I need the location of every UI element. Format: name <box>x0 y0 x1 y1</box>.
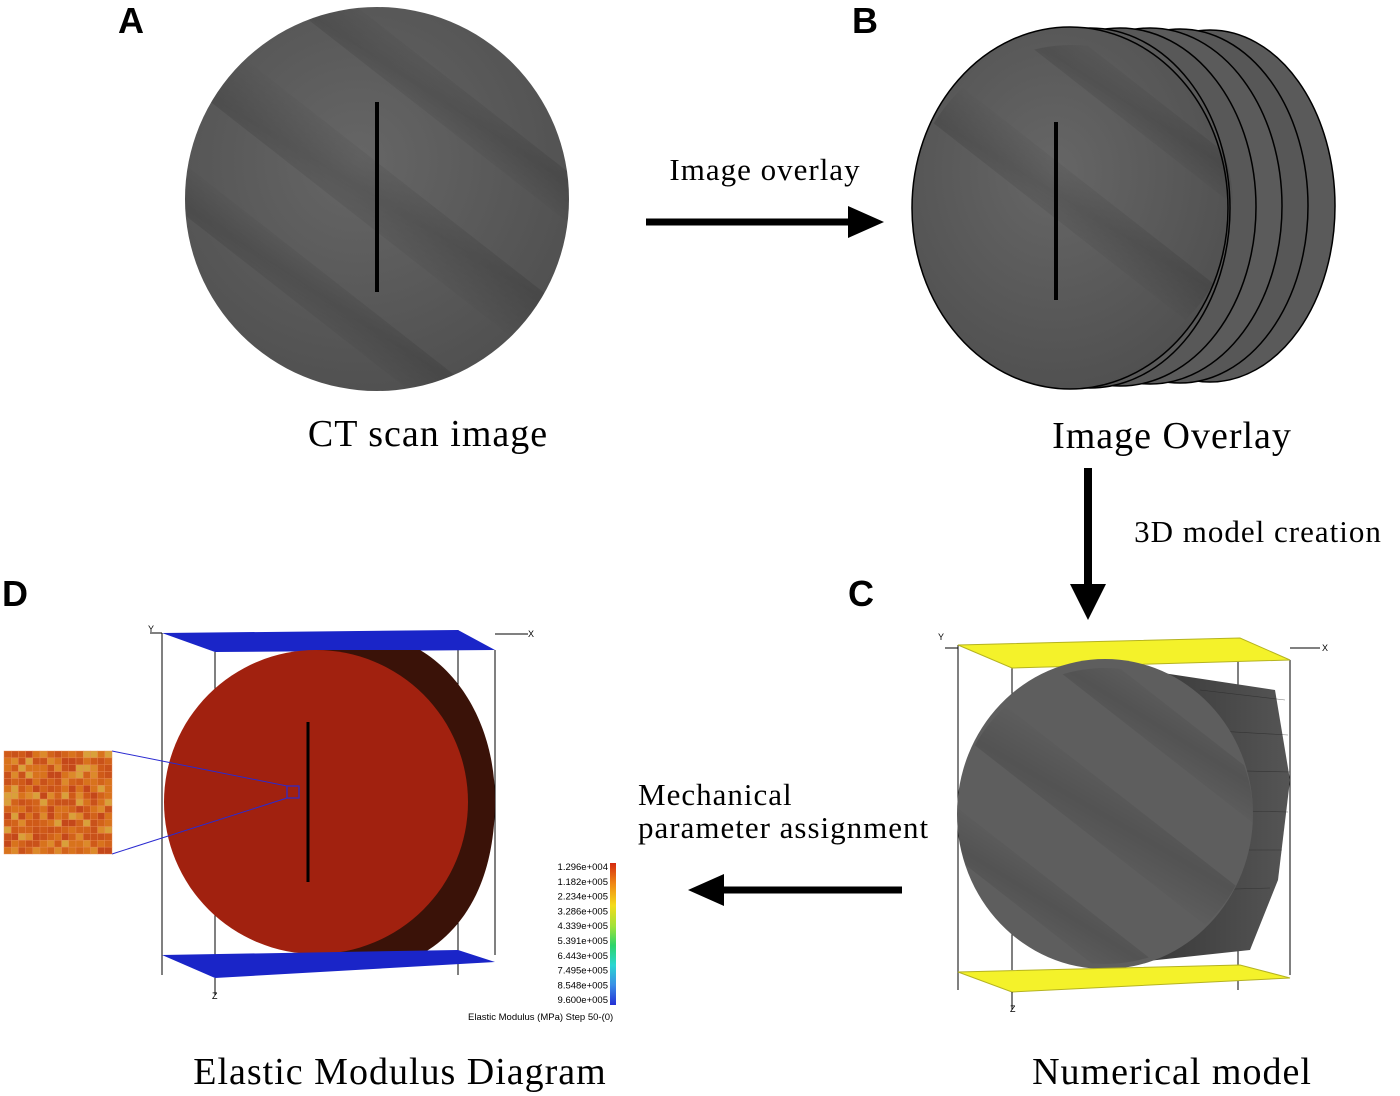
numerical-model: Y X Z <box>938 632 1328 1014</box>
caption-c: Numerical model <box>1032 1051 1312 1093</box>
caption-a: CT scan image <box>308 413 548 455</box>
legend-title: Elastic Modulus (MPa) Step 50-(0) <box>468 1012 613 1023</box>
arrow-ab: Image overlay <box>646 152 884 238</box>
bottom-platen <box>957 964 1291 993</box>
legend-colorbar <box>610 863 616 1005</box>
legend-tick-label: 4.339e+005 <box>558 921 608 932</box>
cylinder-face <box>164 650 468 954</box>
overlay-stack <box>911 26 1336 390</box>
elastic-modulus-model: Y X Z <box>3 624 534 1001</box>
panel-d-label: D <box>2 573 28 614</box>
panel-c: C <box>848 573 1328 1093</box>
panel-d: D Y X Z <box>2 573 616 1093</box>
legend-tick-label: 9.600e+005 <box>558 995 608 1006</box>
color-legend: 1.296e+004 1.182e+005 2.234e+005 3.286e+005… <box>468 862 616 1023</box>
panel-c-label: C <box>848 573 874 614</box>
axis-z-label: Z <box>212 991 218 1001</box>
panel-a: A CT scan image <box>118 0 569 455</box>
axis-x-label: X <box>1322 643 1328 653</box>
arrow-cd-label-line1: Mechanical <box>638 777 793 812</box>
axis-z-label: Z <box>1010 1004 1016 1014</box>
axis-y-label: Y <box>938 632 944 642</box>
arrow-bc: 3D model creation <box>1070 468 1382 620</box>
axis-x-label: X <box>528 629 534 639</box>
panel-b: B Image Overlay <box>852 0 1336 457</box>
ct-scan-disk <box>185 7 569 391</box>
legend-tick-label: 7.495e+005 <box>558 966 608 977</box>
legend-ticks: 1.296e+004 1.182e+005 2.234e+005 3.286e+005… <box>558 862 608 1006</box>
callout-line-top <box>111 750 288 787</box>
arrow-bc-label: 3D model creation <box>1134 514 1382 549</box>
callout-line-bottom <box>111 797 288 855</box>
legend-tick-label: 1.296e+004 <box>558 862 608 873</box>
panel-a-label: A <box>118 0 144 41</box>
arrow-cd-label-line2: parameter assignment <box>638 810 929 845</box>
legend-tick-label: 3.286e+005 <box>558 906 608 917</box>
panel-b-label: B <box>852 0 878 41</box>
bottom-platen <box>162 950 495 978</box>
legend-tick-label: 5.391e+005 <box>558 936 608 947</box>
arrow-cd: Mechanical parameter assignment <box>638 777 929 906</box>
top-platen <box>162 630 495 652</box>
legend-tick-label: 6.443e+005 <box>558 951 608 962</box>
top-platen <box>957 637 1291 669</box>
arrow-ab-label: Image overlay <box>669 152 860 187</box>
legend-tick-label: 1.182e+005 <box>558 877 608 888</box>
legend-tick-label: 8.548e+005 <box>558 980 608 991</box>
legend-tick-label: 2.234e+005 <box>558 892 608 903</box>
axis-y-label: Y <box>148 624 154 634</box>
mesh-grid <box>3 750 113 855</box>
caption-d: Elastic Modulus Diagram <box>193 1051 606 1093</box>
zoom-inset <box>3 750 113 855</box>
zoom-region <box>286 785 300 799</box>
caption-b: Image Overlay <box>1052 415 1292 457</box>
